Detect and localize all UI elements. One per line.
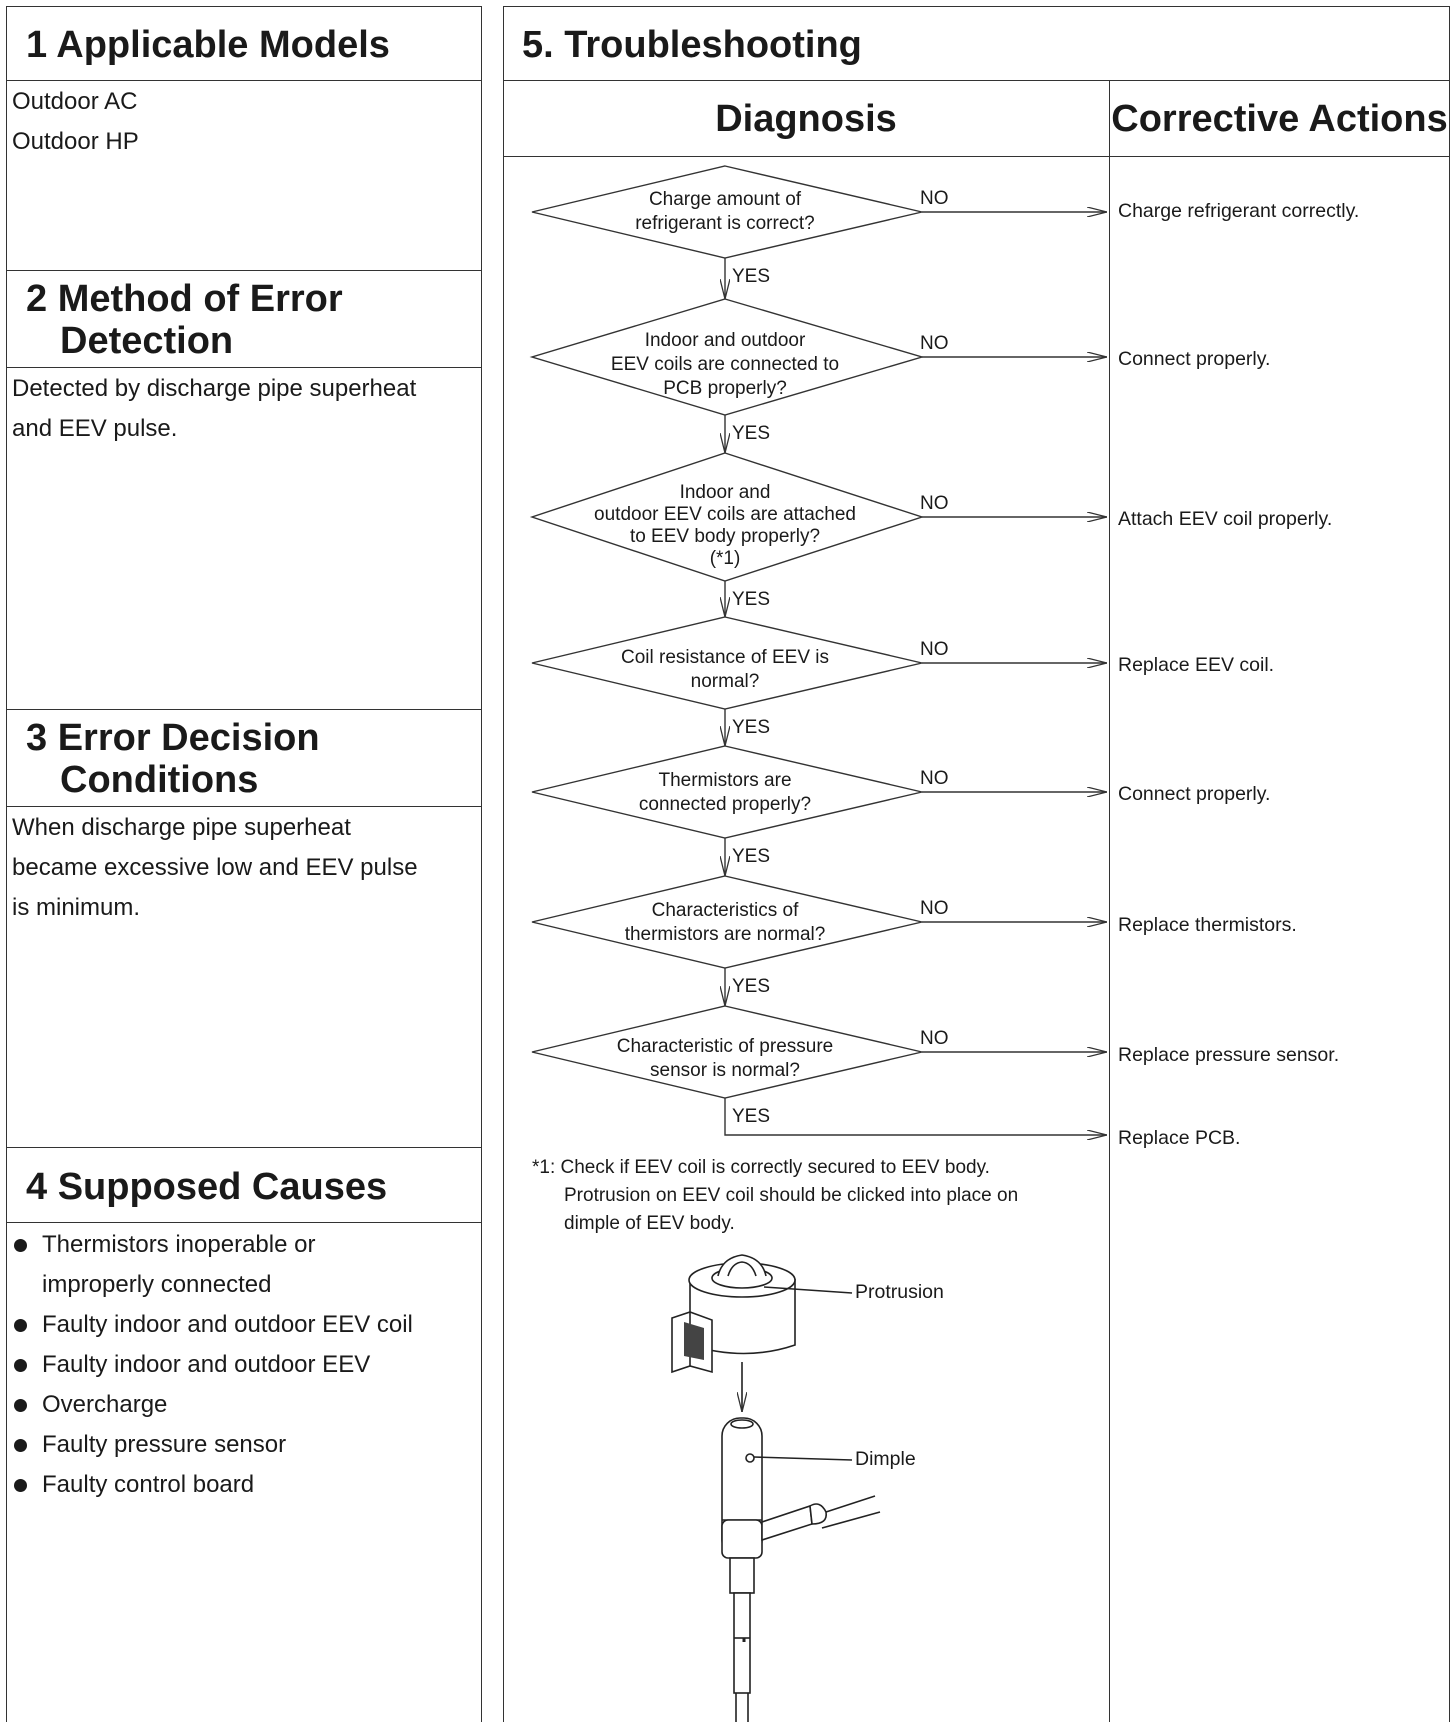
right-column-frame bbox=[503, 6, 1450, 1722]
cause-text: Overcharge bbox=[42, 1391, 168, 1418]
protrusion-label: Protrusion bbox=[855, 1281, 944, 1303]
footnote-line: *1: Check if EEV coil is correctly secur… bbox=[532, 1157, 990, 1178]
action-5: Connect properly. bbox=[1118, 783, 1271, 805]
bullet-icon bbox=[14, 1439, 27, 1452]
list-item: Overcharge bbox=[12, 1385, 413, 1425]
diagnosis-header: Diagnosis bbox=[715, 98, 897, 140]
divider bbox=[6, 367, 482, 368]
cause-text: improperly connected bbox=[42, 1271, 272, 1298]
section-3-body: When discharge pipe superheat became exc… bbox=[12, 808, 418, 928]
action-6: Replace thermistors. bbox=[1118, 914, 1297, 936]
cause-text: Faulty pressure sensor bbox=[42, 1431, 287, 1458]
section-5-title: 5. Troubleshooting bbox=[522, 24, 862, 66]
corrective-actions-header: Corrective Actions bbox=[1111, 98, 1448, 140]
section-2-title-line1: 2 Method of Error bbox=[26, 278, 343, 320]
footnote: *1: Check if EEV coil is correctly secur… bbox=[532, 1154, 1018, 1238]
bullet-icon bbox=[14, 1479, 27, 1492]
condition-line: became excessive low and EEV pulse bbox=[12, 854, 418, 881]
footnote-line: Protrusion on EEV coil should be clicked… bbox=[564, 1185, 1019, 1206]
column-divider bbox=[1109, 80, 1110, 1722]
method-line: Detected by discharge pipe superheat bbox=[12, 375, 417, 402]
list-item: Faulty indoor and outdoor EEV bbox=[12, 1345, 413, 1385]
section-2-title: 2 Method of Error Detection bbox=[26, 278, 343, 362]
action-2: Connect properly. bbox=[1118, 348, 1271, 370]
cause-text: Faulty control board bbox=[42, 1471, 255, 1498]
section-2-title-line2: Detection bbox=[60, 320, 234, 362]
bullet-icon bbox=[14, 1239, 27, 1252]
divider bbox=[6, 806, 482, 807]
model-line: Outdoor HP bbox=[12, 128, 139, 155]
cause-text: Faulty indoor and outdoor EEV coil bbox=[42, 1311, 413, 1338]
section-1-title: 1 Applicable Models bbox=[26, 24, 390, 66]
cause-text: Thermistors inoperable or bbox=[42, 1231, 316, 1258]
dimple-label: Dimple bbox=[855, 1448, 916, 1470]
divider bbox=[6, 80, 482, 81]
section-3-title-line2: Conditions bbox=[60, 759, 259, 801]
condition-line: When discharge pipe superheat bbox=[12, 814, 351, 841]
bullet-icon bbox=[14, 1399, 27, 1412]
bullet-icon bbox=[14, 1319, 27, 1332]
left-column-frame bbox=[6, 6, 482, 1722]
section-1-body: Outdoor AC Outdoor HP bbox=[12, 82, 139, 162]
causes-list: Thermistors inoperable or improperly con… bbox=[12, 1225, 413, 1505]
list-item: Faulty control board bbox=[12, 1465, 413, 1505]
section-3-title: 3 Error Decision Conditions bbox=[26, 717, 320, 801]
list-item: Faulty pressure sensor bbox=[12, 1425, 413, 1465]
action-3: Attach EEV coil properly. bbox=[1118, 508, 1333, 530]
section-4-title: 4 Supposed Causes bbox=[26, 1166, 388, 1208]
list-item: Faulty indoor and outdoor EEV coil bbox=[12, 1305, 413, 1345]
divider bbox=[503, 80, 1450, 81]
divider bbox=[6, 1147, 482, 1148]
action-final: Replace PCB. bbox=[1118, 1127, 1241, 1149]
divider bbox=[6, 270, 482, 271]
list-item: improperly connected bbox=[12, 1265, 413, 1305]
cause-text: Faulty indoor and outdoor EEV bbox=[42, 1351, 371, 1378]
divider bbox=[6, 1222, 482, 1223]
condition-line: is minimum. bbox=[12, 894, 141, 921]
section-3-title-line1: 3 Error Decision bbox=[26, 717, 320, 759]
method-line: and EEV pulse. bbox=[12, 415, 178, 442]
action-1: Charge refrigerant correctly. bbox=[1118, 200, 1360, 222]
divider bbox=[503, 156, 1450, 157]
action-4: Replace EEV coil. bbox=[1118, 654, 1275, 676]
section-2-body: Detected by discharge pipe superheat and… bbox=[12, 369, 416, 449]
footnote-line: dimple of EEV body. bbox=[564, 1213, 735, 1234]
bullet-icon bbox=[14, 1359, 27, 1372]
list-item: Thermistors inoperable or bbox=[12, 1225, 413, 1265]
action-7: Replace pressure sensor. bbox=[1118, 1044, 1340, 1066]
model-line: Outdoor AC bbox=[12, 88, 138, 115]
divider bbox=[6, 709, 482, 710]
